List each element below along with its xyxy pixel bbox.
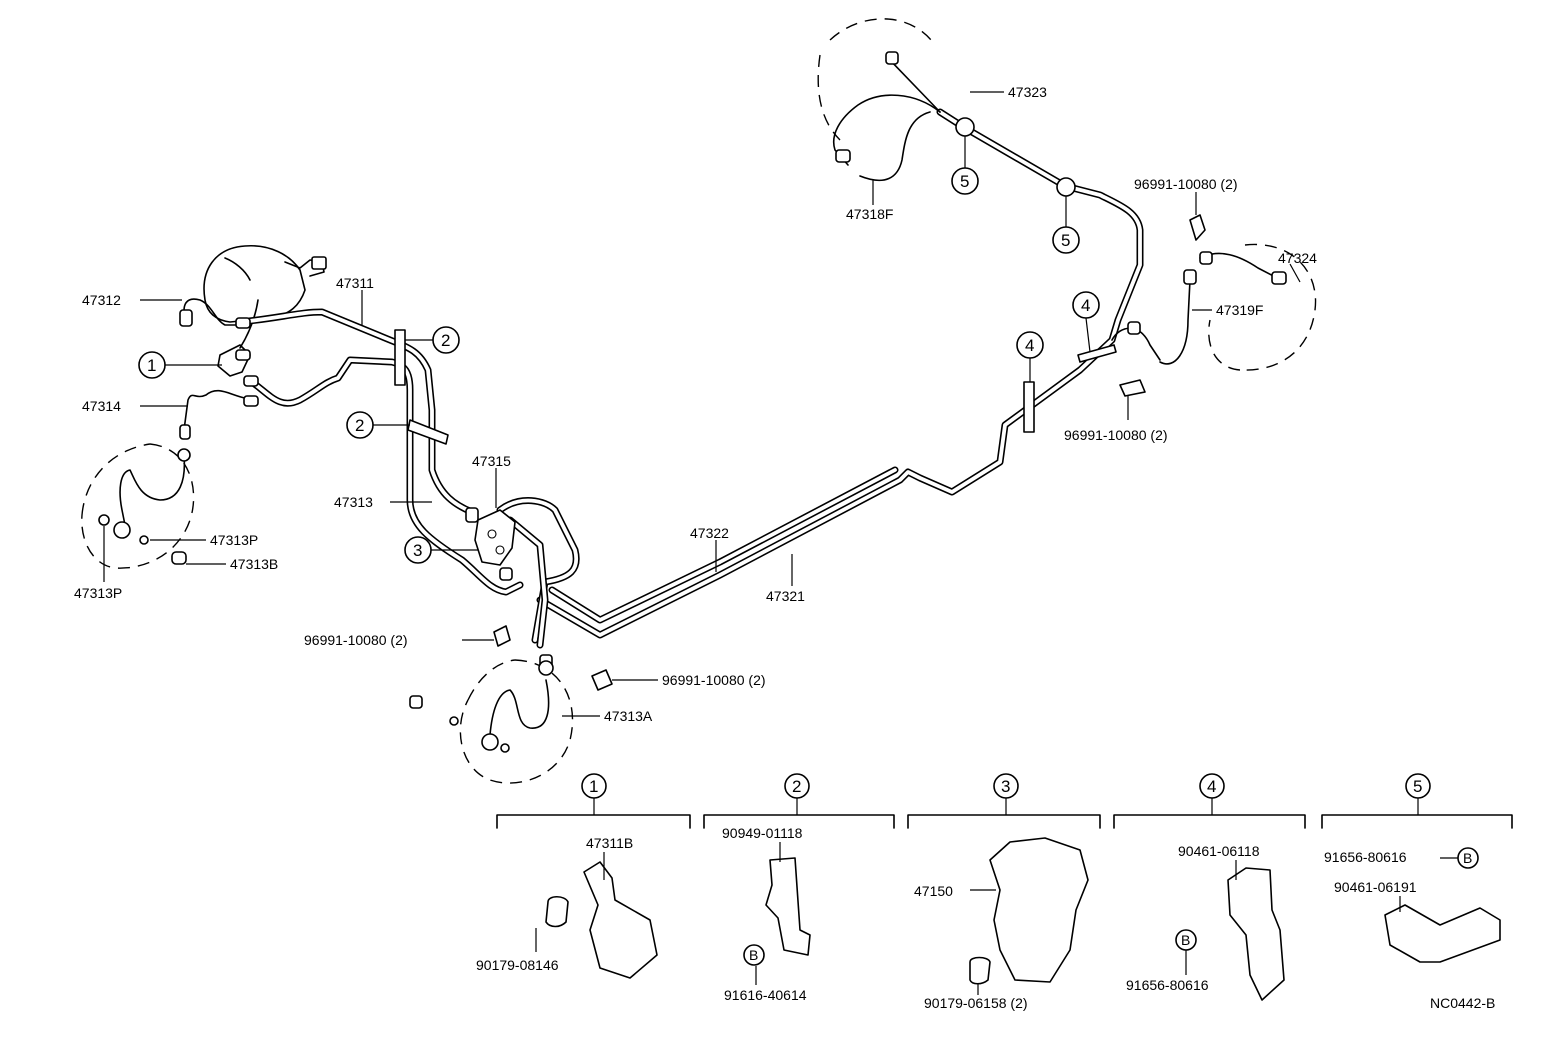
callout-1-circle xyxy=(138,351,166,379)
label-47321: 47321 xyxy=(766,588,805,604)
detail-3-circle xyxy=(993,773,1019,799)
detail-2-part xyxy=(765,857,811,956)
detail-1-circle xyxy=(581,773,607,799)
label-47313P-bottom: 47313P xyxy=(74,585,122,601)
callout-4a: 4 xyxy=(1025,336,1034,355)
bolt-marker-3: B xyxy=(1463,850,1472,866)
callout-2b: 2 xyxy=(355,416,364,435)
detail-panel-1: 1 47311B 90179-08146 xyxy=(476,773,691,979)
detail-3-clip xyxy=(969,956,991,985)
label-47323: 47323 xyxy=(1008,84,1047,100)
callout-3-circle xyxy=(404,536,432,564)
detail-1-number: 1 xyxy=(589,777,598,796)
small-parts xyxy=(98,214,1206,753)
callout-5b-circle xyxy=(1052,226,1080,254)
detail-panel-2: 2 90949-01118 91616-40614 xyxy=(703,773,895,1003)
detail-3-part xyxy=(989,837,1089,983)
detail-4-label-1: 90461-06118 xyxy=(1178,843,1260,859)
callout-4b: 4 xyxy=(1081,296,1090,315)
label-clip-left: 96991-10080 (2) xyxy=(304,632,408,648)
detail-1-clip xyxy=(545,895,569,928)
callout-4b-circle xyxy=(1072,291,1100,319)
detail-5-label-2: 90461-06191 xyxy=(1334,879,1417,895)
detail-2-number: 2 xyxy=(792,777,801,796)
callout-1: 1 xyxy=(147,356,156,375)
label-47311: 47311 xyxy=(336,275,374,291)
detail-2-label-1: 90949-01118 xyxy=(722,825,803,841)
detail-panel-3: 3 47150 90179-06158 (2) xyxy=(907,773,1101,1011)
callout-4a-circle xyxy=(1016,331,1044,359)
part-labels: 47312 47311 47314 47313P 47313B 47313P 4… xyxy=(74,84,1317,724)
detail-3-label-2: 90179-06158 (2) xyxy=(924,995,1028,1011)
label-47315: 47315 xyxy=(472,453,511,469)
bolt-marker-1: B xyxy=(749,947,758,963)
detail-2-label-2: 91616-40614 xyxy=(724,987,807,1003)
label-47314: 47314 xyxy=(82,398,121,414)
detail-3-number: 3 xyxy=(1001,777,1010,796)
detail-panels: 1 47311B 90179-08146 2 90949-01118 91616-4061… xyxy=(476,773,1513,1011)
brake-pipes xyxy=(183,57,1286,649)
label-47319F: 47319F xyxy=(1216,302,1263,318)
label-47313: 47313 xyxy=(334,494,373,510)
label-clip-mid-right: 96991-10080 (2) xyxy=(1064,427,1168,443)
label-47313P-right: 47313P xyxy=(210,532,258,548)
label-clip-top-right: 96991-10080 (2) xyxy=(1134,176,1238,192)
label-47312: 47312 xyxy=(82,292,121,308)
bolt-marker-2: B xyxy=(1181,932,1190,948)
callout-5a-circle xyxy=(951,167,979,195)
callout-3: 3 xyxy=(413,541,422,560)
pipe-clamps xyxy=(394,329,1117,445)
label-47322: 47322 xyxy=(690,525,729,541)
detail-1-label-2: 90179-08146 xyxy=(476,957,559,973)
detail-panel-5: 5 91656-80616 90461-06191 xyxy=(1321,773,1513,963)
callout-2a-circle xyxy=(432,326,460,354)
detail-4-label-2: 91656-80616 xyxy=(1126,977,1209,993)
proportioning-valve xyxy=(474,509,516,566)
label-47313A: 47313A xyxy=(604,708,653,724)
flexible-hoses xyxy=(113,448,554,751)
callout-5a: 5 xyxy=(960,172,969,191)
detail-4-circle xyxy=(1199,773,1225,799)
detail-1-label-1: 47311B xyxy=(586,835,633,851)
callouts-main: 1 2 2 3 4 4 5 5 xyxy=(138,117,1100,564)
drawing-code: NC0442-B xyxy=(1430,995,1495,1011)
detail-3-label-1: 47150 xyxy=(914,883,953,899)
bolt-marker-circle-2 xyxy=(1175,929,1197,951)
bolt-marker-circle-1 xyxy=(743,944,765,966)
label-clip-center: 96991-10080 (2) xyxy=(662,672,766,688)
detail-1-part xyxy=(583,861,658,979)
detail-2-circle xyxy=(784,773,810,799)
label-47324: 47324 xyxy=(1278,250,1317,266)
detail-4-part xyxy=(1227,867,1285,1001)
detail-5-label-1: 91656-80616 xyxy=(1324,849,1407,865)
detail-5-part xyxy=(1384,904,1501,963)
detail-5-circle xyxy=(1405,773,1431,799)
detail-4-number: 4 xyxy=(1207,777,1216,796)
wheel-outlines xyxy=(81,18,1317,784)
callout-5b: 5 xyxy=(1061,231,1070,250)
detail-5-number: 5 xyxy=(1413,777,1422,796)
pipe-fittings xyxy=(179,51,1287,670)
callout-2a: 2 xyxy=(441,331,450,350)
label-47318F: 47318F xyxy=(846,206,893,222)
bolt-marker-circle-3 xyxy=(1457,847,1479,869)
detail-panel-4: 4 90461-06118 91656-80616 xyxy=(1113,773,1306,1001)
callout-2b-circle xyxy=(346,411,374,439)
master-cylinder-assembly xyxy=(203,245,327,377)
label-47313B: 47313B xyxy=(230,556,278,572)
